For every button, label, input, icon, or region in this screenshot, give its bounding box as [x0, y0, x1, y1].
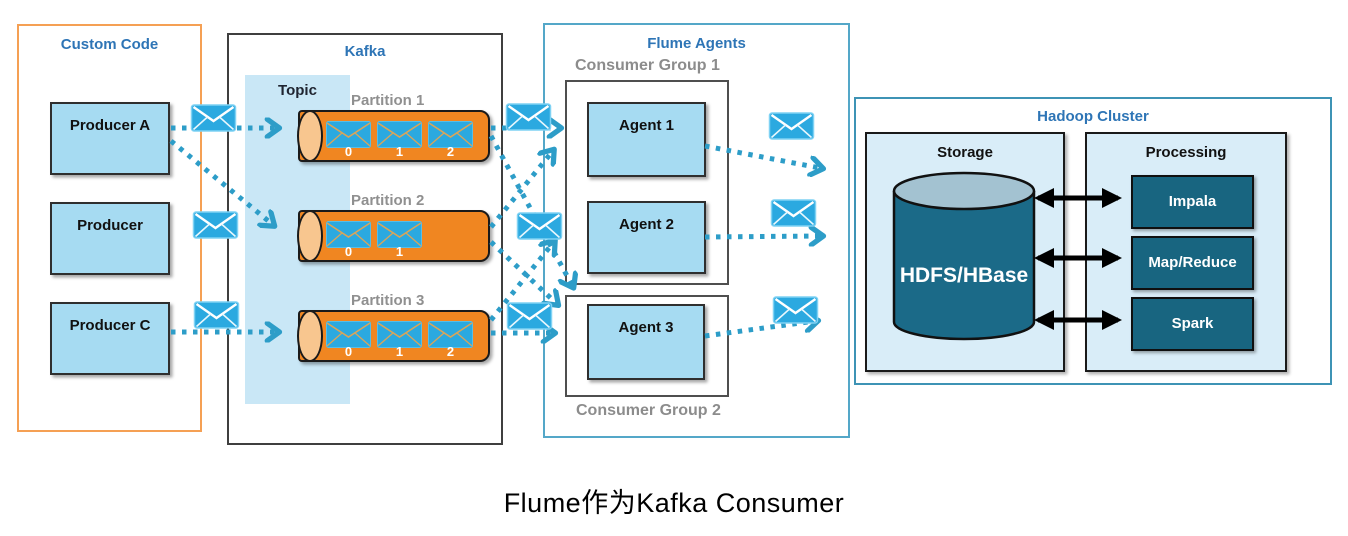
custom-code-group: Custom Code Producer A Producer Producer…: [17, 24, 202, 432]
diagram-caption: Flume作为Kafka Consumer: [503, 488, 845, 518]
consumer-group-1-box: Agent 1 Agent 2: [565, 80, 729, 285]
impala-node: Impala: [1131, 175, 1254, 229]
message-icon: [377, 221, 422, 253]
partition-2-cylinder: 0 1: [297, 210, 490, 262]
spark-label: Spark: [1171, 315, 1214, 332]
partition-2-cap: [297, 210, 323, 262]
partition-1-offset-0: 0: [344, 144, 353, 159]
partition-1-offset-1: 1: [395, 144, 404, 159]
impala-label: Impala: [1168, 193, 1217, 210]
hdfs-hbase-label: HDFS/HBase: [900, 264, 1028, 287]
producer-b-label: Producer: [77, 217, 143, 234]
storage-panel: Storage HDFS/HBase: [865, 132, 1065, 372]
consumer-group-2-label: Consumer Group 2: [576, 402, 721, 419]
message-icon: [326, 321, 371, 353]
agent-2-node: Agent 2: [587, 201, 706, 274]
partition-1-cap: [297, 110, 323, 162]
mapreduce-node: Map/Reduce: [1131, 236, 1254, 290]
partition-3-cylinder: 0 1 2: [297, 310, 490, 362]
partition-2-offset-1: 1: [395, 244, 404, 259]
kafka-title: Kafka: [344, 43, 386, 60]
partition-3-offset-2: 2: [446, 344, 455, 359]
message-icon: [428, 321, 473, 353]
hdfs-cylinder-icon: HDFS/HBase: [892, 171, 1036, 341]
partition-3-cap: [297, 310, 323, 362]
producer-c-node: Producer C: [50, 302, 170, 375]
partition-3-offset-1: 1: [395, 344, 404, 359]
message-icon: [326, 221, 371, 253]
agent-3-node: Agent 3: [587, 304, 705, 380]
agent-1-label: Agent 1: [618, 117, 674, 134]
custom-code-title: Custom Code: [60, 36, 159, 53]
message-icon: [377, 321, 422, 353]
message-icon: [326, 121, 371, 153]
partition-2-offset-0: 0: [344, 244, 353, 259]
producer-b-node: Producer: [50, 202, 170, 275]
partition-1-label: Partition 1: [351, 92, 425, 109]
agent-1-node: Agent 1: [587, 102, 706, 177]
flume-agents-title: Flume Agents: [647, 35, 746, 52]
message-icon: [428, 121, 473, 153]
spark-node: Spark: [1131, 297, 1254, 351]
partition-1-offset-2: 2: [446, 144, 455, 159]
agent-3-label: Agent 3: [618, 319, 674, 336]
processing-title: Processing: [1145, 144, 1227, 161]
message-icon: [377, 121, 422, 153]
partition-1-cylinder: 0 1 2: [297, 110, 490, 162]
producer-a-node: Producer A: [50, 102, 170, 175]
producer-c-label: Producer C: [69, 317, 151, 334]
agent-2-label: Agent 2: [618, 216, 674, 233]
storage-title: Storage: [937, 144, 993, 161]
consumer-group-2-box: Agent 3: [565, 295, 729, 397]
processing-panel: Processing Impala Map/Reduce Spark: [1085, 132, 1287, 372]
flume-agents-group: Flume Agents Consumer Group 1 Agent 1 Ag…: [543, 23, 850, 438]
mapreduce-label: Map/Reduce: [1148, 254, 1237, 271]
consumer-group-1-label: Consumer Group 1: [575, 57, 720, 74]
partition-3-offset-0: 0: [344, 344, 353, 359]
hadoop-cluster-group: Hadoop Cluster Storage HDFS/HBase Proces…: [854, 97, 1332, 385]
partition-2-label: Partition 2: [351, 192, 425, 209]
kafka-group: Kafka Topic Partition 1 0 1 2 Partition …: [227, 33, 503, 445]
topic-label: Topic: [278, 82, 317, 99]
hadoop-cluster-title: Hadoop Cluster: [1037, 108, 1149, 125]
producer-a-label: Producer A: [69, 117, 151, 134]
partition-3-label: Partition 3: [351, 292, 425, 309]
